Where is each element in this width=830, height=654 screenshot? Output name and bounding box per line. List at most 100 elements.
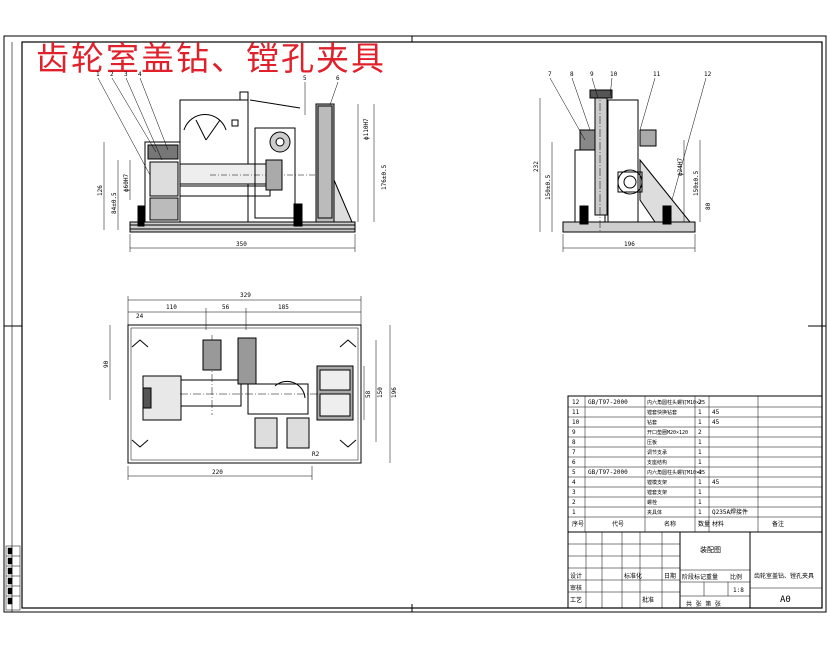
bom-cell-name: 内六角圆柱头螺钉M10×25 bbox=[647, 469, 705, 476]
front-leader-6: 6 bbox=[336, 75, 340, 82]
tb-label-design: 设计 bbox=[570, 572, 582, 580]
tb-label-sheets: 共 张 第 张 bbox=[686, 600, 721, 608]
bom-cell-mat: Q235A焊接件 bbox=[712, 508, 748, 516]
front-view bbox=[129, 91, 356, 233]
tb-drawing-name: 齿轮室盖钻、镗孔夹具 bbox=[754, 572, 814, 580]
front-leaders bbox=[97, 77, 339, 176]
drawing-title: 齿轮室盖钻、镗孔夹具 bbox=[36, 39, 386, 78]
side-dim-c: ϕ24H7 bbox=[677, 158, 684, 176]
side-height-dim: 232 bbox=[533, 161, 540, 172]
bom-cell-qty: 1 bbox=[698, 479, 702, 486]
top-left-dim: 90 bbox=[103, 360, 110, 368]
bom-cell-name: 夹具体 bbox=[647, 509, 662, 516]
tb-label-review: 审核 bbox=[570, 584, 582, 592]
bom-header-name: 名称 bbox=[664, 520, 676, 528]
side-leader-7: 12 bbox=[704, 71, 712, 78]
side-dim-a: 150±0.5 bbox=[545, 174, 552, 200]
bom-cell-name: 开口垫圈M20×120 bbox=[647, 429, 688, 436]
bom-cell-no: 5 bbox=[572, 469, 576, 476]
side-view bbox=[562, 89, 696, 233]
bom-cell-no: 12 bbox=[572, 399, 580, 406]
front-right-dim: ϕ110H7 bbox=[363, 118, 370, 140]
bom-header-code: 代号 bbox=[612, 520, 624, 528]
top-seg-d: 24 bbox=[136, 313, 144, 320]
bom-cell-no: 8 bbox=[572, 439, 576, 446]
bom-header-qty: 数量 bbox=[698, 520, 710, 528]
side-dim-b: 150±0.5 bbox=[693, 170, 700, 196]
side-leader-11: 8 bbox=[570, 71, 574, 78]
top-width-dim: 329 bbox=[240, 292, 251, 299]
side-dim-d: 80 bbox=[705, 202, 712, 210]
bom-cell-no: 4 bbox=[572, 479, 576, 486]
inner-border bbox=[21, 41, 823, 609]
front-leader-5: 5 bbox=[303, 75, 307, 82]
bom-header-no: 序号 bbox=[572, 520, 584, 528]
outer-border bbox=[3, 35, 827, 613]
bom-cell-qty: 2 bbox=[698, 429, 702, 436]
top-r2: 150 bbox=[377, 387, 384, 398]
side-leader-8: 11 bbox=[653, 71, 661, 78]
bom-cell-no: 9 bbox=[572, 429, 576, 436]
top-angle: R2 bbox=[312, 451, 320, 458]
front-height-dim: 176±0.5 bbox=[381, 164, 388, 190]
top-r1: 58 bbox=[365, 390, 372, 398]
front-leader-3: 3 bbox=[124, 71, 128, 78]
bom-cell-qty: 1 bbox=[698, 489, 702, 496]
front-leader-1: 1 bbox=[96, 71, 100, 78]
side-width-dim: 196 bbox=[624, 241, 635, 248]
tb-label-stage: 阶段标记 bbox=[682, 573, 706, 581]
bom-cell-qty: 1 bbox=[698, 509, 702, 516]
bom-cell-mat: 45 bbox=[712, 419, 720, 426]
bom-cell-no: 3 bbox=[572, 489, 576, 496]
bom-cell-no: 1 bbox=[572, 509, 576, 516]
bom-cell-name: 内六角圆柱头螺钉M10×25 bbox=[647, 399, 705, 406]
bom-header-mat: 材料 bbox=[712, 520, 724, 528]
bom-cell-qty: 1 bbox=[698, 419, 702, 426]
tb-label-process: 工艺 bbox=[570, 596, 582, 604]
side-leaders bbox=[549, 77, 707, 201]
side-leader-10: 9 bbox=[590, 71, 594, 78]
bom-cell-qty: 4 bbox=[698, 469, 702, 476]
tb-scale: 1:8 bbox=[733, 587, 744, 594]
bom-cell-code: GB/T97-2000 bbox=[588, 469, 628, 476]
front-dims bbox=[103, 104, 375, 252]
bom-cell-no: 2 bbox=[572, 499, 576, 506]
front-leader-2: 2 bbox=[110, 71, 114, 78]
front-left-height: 126 bbox=[97, 185, 104, 196]
tb-label-approve: 批准 bbox=[642, 596, 654, 604]
tb-label-std: 标准化 bbox=[624, 572, 642, 580]
bom-cell-qty: 2 bbox=[698, 399, 702, 406]
top-seg-c: 185 bbox=[278, 304, 289, 311]
bom-cell-qty: 1 bbox=[698, 409, 702, 416]
bom-cell-name: 支座结构 bbox=[647, 459, 667, 466]
binding-strip bbox=[5, 545, 21, 611]
tb-label-date: 日期 bbox=[664, 572, 676, 580]
front-left-a: 84±0.5 bbox=[111, 192, 118, 214]
top-dims bbox=[109, 296, 391, 480]
top-view bbox=[127, 324, 362, 464]
front-leader-4: 4 bbox=[138, 71, 142, 78]
bom-cell-no: 11 bbox=[572, 409, 580, 416]
bom-cell-name: 调节支承 bbox=[647, 449, 667, 456]
bom-cell-name: 镗套快换钻套 bbox=[647, 409, 677, 416]
front-left-b: ϕ60H7 bbox=[123, 174, 130, 192]
top-seg-b: 56 bbox=[222, 304, 230, 311]
bom-cell-no: 7 bbox=[572, 449, 576, 456]
side-leader-12: 7 bbox=[548, 71, 552, 78]
bom-cell-mat: 45 bbox=[712, 409, 720, 416]
tb-label-ratio: 比例 bbox=[730, 573, 742, 581]
bom-cell-name: 镗套支架 bbox=[647, 489, 667, 496]
front-width-dim: 350 bbox=[236, 241, 247, 248]
tb-school: 装配图 bbox=[700, 545, 721, 554]
title-block-grid bbox=[567, 531, 823, 609]
bom-cell-name: 压板 bbox=[647, 439, 657, 446]
top-bottom-dim: 220 bbox=[212, 469, 223, 476]
bom-cell-qty: 1 bbox=[698, 439, 702, 446]
bom-cell-mat: 45 bbox=[712, 479, 720, 486]
bom-cell-code: GB/T97-2000 bbox=[588, 399, 628, 406]
side-dims bbox=[539, 98, 701, 252]
